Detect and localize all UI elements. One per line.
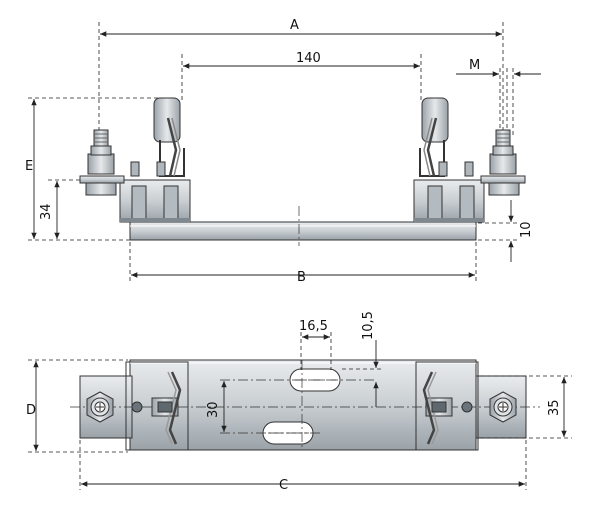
right-terminal bbox=[480, 129, 526, 196]
dimension-d: D bbox=[26, 359, 128, 453]
dimension-30-label: 30 bbox=[206, 401, 221, 418]
dimension-16-5-label: 16,5 bbox=[299, 319, 328, 334]
right-terminal-nut bbox=[461, 391, 517, 423]
top-view: 16,5 10,5 30 D 35 bbox=[26, 311, 572, 493]
right-contact-clip bbox=[419, 97, 474, 177]
dimension-m: M bbox=[456, 58, 541, 135]
dimension-a: A bbox=[98, 18, 504, 135]
left-clip-top bbox=[151, 371, 182, 445]
dimension-30: 30 bbox=[206, 381, 227, 432]
dimension-16-5: 16,5 bbox=[299, 319, 332, 370]
side-view: A 140 M E 34 bbox=[25, 18, 541, 285]
left-contact-clip bbox=[130, 97, 185, 177]
dimension-10-5: 10,5 bbox=[342, 311, 382, 407]
dimension-10-label: 10 bbox=[519, 221, 534, 238]
dimension-c: C bbox=[79, 440, 527, 493]
dimension-b: B bbox=[129, 242, 477, 285]
mounting-rail bbox=[129, 206, 477, 246]
dimension-35-label: 35 bbox=[547, 399, 562, 416]
dimension-e: E bbox=[25, 97, 160, 241]
left-terminal-nut bbox=[86, 391, 143, 423]
dimension-35: 35 bbox=[480, 375, 572, 439]
dimension-d-label: D bbox=[26, 403, 36, 418]
dimension-m-label: M bbox=[469, 58, 480, 73]
dimension-140-label: 140 bbox=[296, 51, 321, 66]
left-base-block bbox=[119, 179, 191, 223]
dimension-c-label: C bbox=[279, 478, 288, 493]
dimension-10: 10 bbox=[478, 200, 534, 262]
right-clip-top bbox=[422, 371, 453, 445]
dimension-140: 140 bbox=[181, 51, 422, 100]
dimension-b-label: B bbox=[297, 270, 306, 285]
left-terminal bbox=[79, 129, 125, 196]
dimension-a-label: A bbox=[290, 18, 299, 33]
dimension-34: 34 bbox=[39, 179, 82, 239]
dimension-10-5-label: 10,5 bbox=[361, 311, 376, 340]
right-base-block bbox=[413, 179, 485, 223]
dimension-e-label: E bbox=[25, 159, 33, 174]
dimension-34-label: 34 bbox=[39, 203, 54, 220]
